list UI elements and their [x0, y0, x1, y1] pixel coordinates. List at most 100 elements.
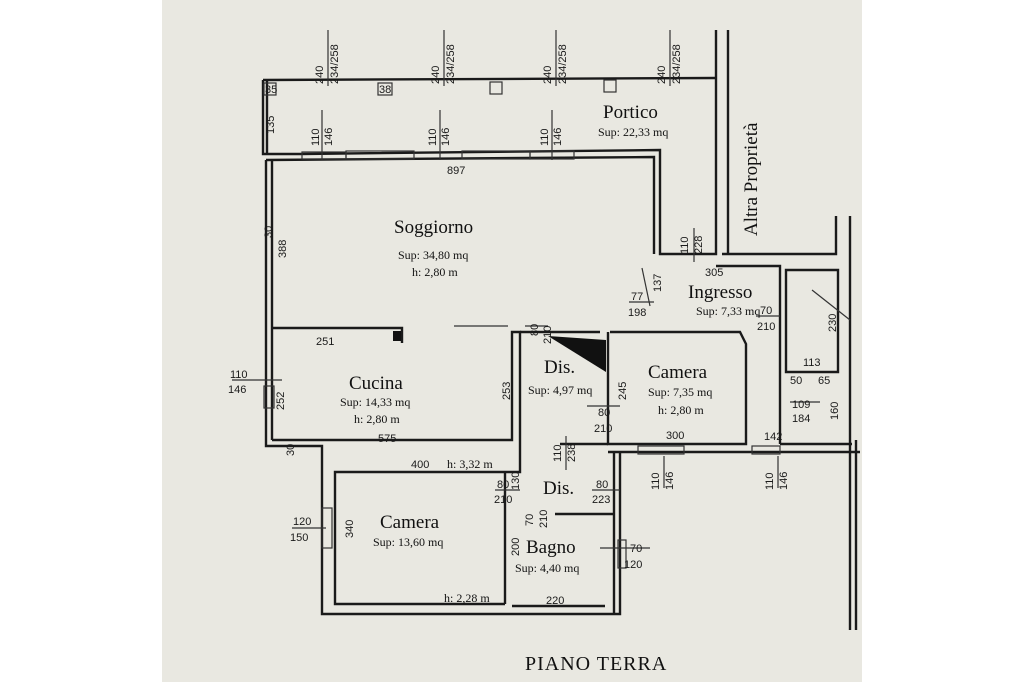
dim-120b: 120 [624, 559, 642, 571]
room-camera2-height-top: h: 3,32 m [447, 457, 493, 471]
dim-198: 198 [628, 307, 646, 319]
dim-200: 200 [510, 538, 522, 556]
dim-210b: 210 [542, 326, 554, 344]
dim-400: 400 [411, 459, 429, 471]
dim-110a: 110 [310, 128, 322, 146]
room-soggiorno-area: Sup: 34,80 mq [398, 248, 468, 262]
room-cucina-height: h: 2,80 m [354, 412, 400, 426]
dim-240c: 240 [542, 66, 554, 84]
dim-234a: 234/258 [329, 44, 341, 84]
dim-230: 230 [827, 314, 839, 332]
dim-234c: 234/258 [557, 44, 569, 84]
room-portico-area: Sup: 22,33 mq [598, 125, 668, 139]
dim-210a: 210 [757, 321, 775, 333]
dim-146c: 146 [552, 128, 564, 146]
dim-234d: 234/258 [671, 44, 683, 84]
dim-238: 238 [566, 444, 578, 462]
room-ingresso-name: Ingresso [688, 282, 752, 303]
plan-title: PIANO TERRA [525, 653, 667, 675]
dim-70c: 70 [630, 543, 642, 555]
dim-120: 120 [293, 516, 311, 528]
dim-150: 150 [290, 532, 308, 544]
room-labels: Portico Sup: 22,33 mq Soggiorno Sup: 34,… [340, 102, 762, 675]
dim-113: 113 [803, 357, 821, 369]
dim-70b: 70 [524, 514, 536, 526]
dim-130: 130 [510, 472, 522, 490]
dim-305: 305 [705, 267, 723, 279]
room-dis2-name: Dis. [543, 478, 574, 499]
dim-220: 220 [546, 595, 564, 607]
dim-146a: 146 [323, 128, 335, 146]
dim-184: 184 [792, 413, 810, 425]
room-cucina-area: Sup: 14,33 mq [340, 395, 410, 409]
dim-340: 340 [344, 520, 356, 538]
dim-228: 228 [693, 236, 705, 254]
dim-245: 245 [617, 382, 629, 400]
dim-142: 142 [764, 431, 782, 443]
dim-300: 300 [666, 430, 684, 442]
dim-137: 137 [652, 274, 664, 292]
dim-234b: 234/258 [445, 44, 457, 84]
room-soggiorno-height: h: 2,80 m [412, 265, 458, 279]
room-cucina-name: Cucina [349, 373, 403, 394]
dim-110h: 110 [764, 472, 776, 490]
dim-110c: 110 [539, 128, 551, 146]
room-soggiorno-name: Soggiorno [394, 217, 473, 238]
dim-110g: 110 [650, 472, 662, 490]
dim-80a: 80 [529, 324, 541, 336]
dim-110f: 110 [552, 444, 564, 462]
dim-210c: 210 [594, 423, 612, 435]
dim-146b: 146 [440, 128, 452, 146]
dim-252: 252 [275, 392, 287, 410]
dim-65: 65 [818, 375, 830, 387]
room-bagno-name: Bagno [526, 537, 576, 558]
room-ingresso-area: Sup: 7,33 mq [696, 304, 760, 318]
dim-251: 251 [316, 336, 334, 348]
dim-210d: 210 [494, 494, 512, 506]
dim-160: 160 [829, 402, 841, 420]
neighbor-label: Altra Proprietà [741, 122, 762, 236]
dim-80b: 80 [598, 407, 610, 419]
room-camera1-name: Camera [648, 362, 708, 383]
room-camera1-height: h: 2,80 m [658, 403, 704, 417]
floor-plan-svg: 240 234/258 240 234/258 240 234/258 240 … [228, 30, 860, 675]
dim-223: 223 [592, 494, 610, 506]
dim-575: 575 [378, 433, 396, 445]
room-dis1-name: Dis. [544, 357, 575, 378]
dim-110b: 110 [427, 128, 439, 146]
room-portico-name: Portico [603, 102, 658, 123]
dim-50: 50 [790, 375, 802, 387]
dim-80c: 80 [497, 479, 509, 491]
room-camera2-name: Camera [380, 512, 440, 533]
windows [263, 79, 781, 569]
dim-35: 35 [265, 84, 277, 96]
dim-146g: 146 [664, 472, 676, 490]
dimension-labels: 240 234/258 240 234/258 240 234/258 240 … [228, 44, 841, 607]
dim-109: 109 [792, 399, 810, 411]
dim-30a: 30 [263, 226, 275, 238]
dim-897: 897 [447, 165, 465, 177]
room-dis1-area: Sup: 4,97 mq [528, 383, 592, 397]
dim-70a: 70 [760, 305, 772, 317]
dim-210e: 210 [538, 510, 550, 528]
dimension-ticks [232, 30, 820, 549]
floor-plan-sheet: 240 234/258 240 234/258 240 234/258 240 … [162, 0, 862, 682]
room-bagno-area: Sup: 4,40 mq [515, 561, 579, 575]
dim-253: 253 [501, 382, 513, 400]
dim-240d: 240 [656, 66, 668, 84]
dim-135: 135 [265, 116, 277, 134]
dim-110d: 110 [679, 236, 691, 254]
dim-80d: 80 [596, 479, 608, 491]
dim-388: 388 [277, 240, 289, 258]
room-camera2-height-bottom: h: 2,28 m [444, 591, 490, 605]
dim-240a: 240 [314, 66, 326, 84]
dim-240b: 240 [430, 66, 442, 84]
dim-77: 77 [631, 291, 643, 303]
dim-146h: 146 [778, 472, 790, 490]
room-camera1-area: Sup: 7,35 mq [648, 385, 712, 399]
dim-146e: 146 [228, 384, 246, 396]
dim-38: 38 [379, 84, 391, 96]
room-camera2-area: Sup: 13,60 mq [373, 535, 443, 549]
dim-110e: 110 [230, 369, 248, 381]
dim-30b: 30 [285, 444, 297, 456]
